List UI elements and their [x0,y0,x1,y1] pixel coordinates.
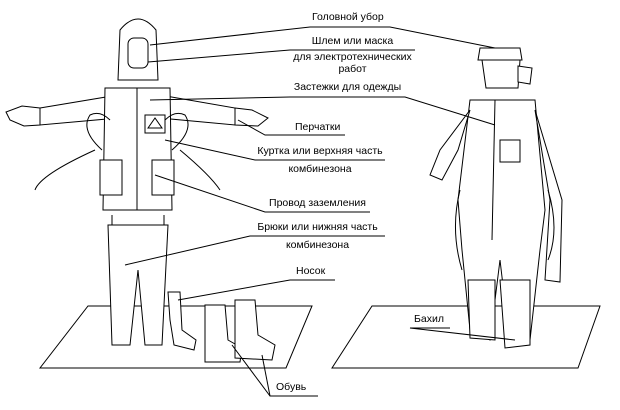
right-platform [331,305,601,369]
leader-lines [124,26,516,397]
label-gloves: Перчатки [295,121,341,133]
right-figure [429,47,563,349]
label-trousers-line2: комбинезона [285,239,350,251]
label-helmet-line2: для электротехнических [293,51,412,63]
label-trousers-line1: Брюки или нижняя часть [257,221,378,233]
label-jacket-line2: комбинезона [288,163,352,175]
label-helmet-line3: работ [338,63,367,75]
label-overshoe: Бахил [414,313,444,325]
label-ground-wire: Провод заземления [269,197,366,209]
label-fasteners: Застежки для одежды [293,81,402,93]
label-footwear: Обувь [276,381,307,393]
left-figure [5,18,276,363]
label-headwear: Головной убор [312,11,384,23]
label-sock: Носок [296,265,326,277]
label-jacket-line1: Куртка или верхняя часть [257,145,383,157]
label-helmet-line1: Шлем или маска [311,35,394,47]
